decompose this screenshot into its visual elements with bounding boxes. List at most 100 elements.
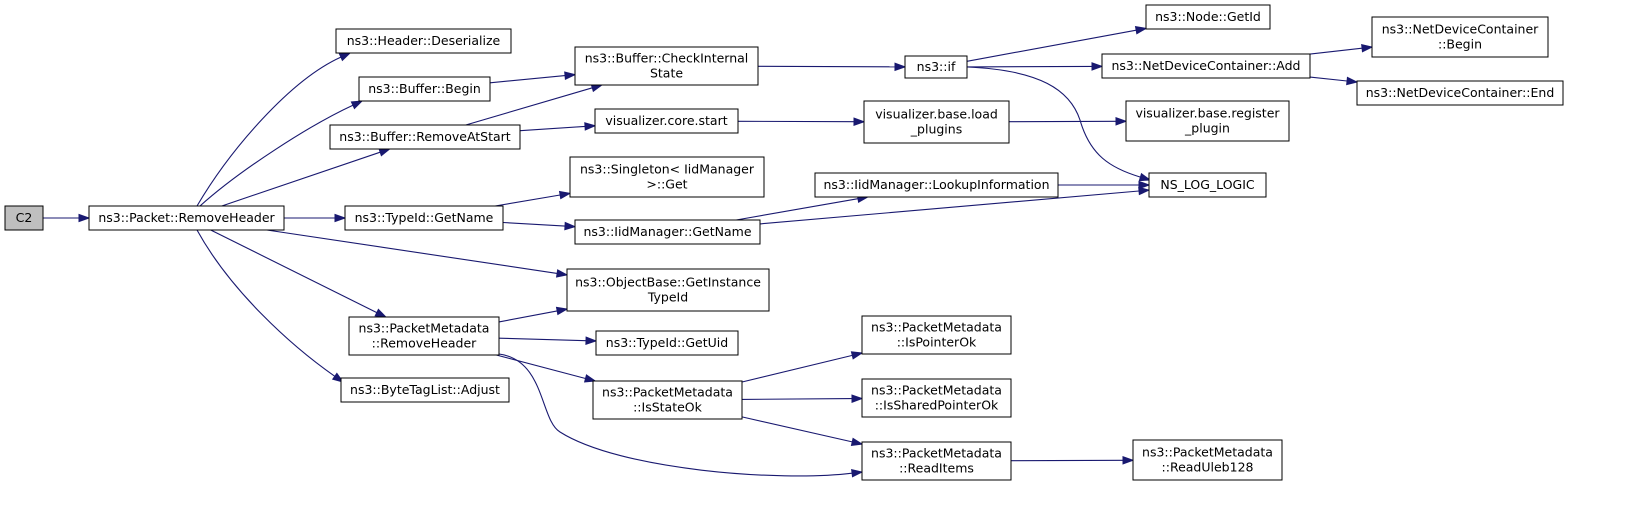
node-visualizer-core-start[interactable]: visualizer.core.start xyxy=(594,108,739,134)
node-box[interactable] xyxy=(574,219,761,245)
node-box[interactable] xyxy=(863,100,1010,144)
node-iid-manager-get-name[interactable]: ns3::IidManager::GetName xyxy=(574,219,761,245)
edge-line xyxy=(489,75,566,84)
node-box[interactable] xyxy=(358,76,491,102)
node-packet-metadata-read-uleb128[interactable]: ns3::PacketMetadata::ReadUleb128 xyxy=(1132,439,1283,481)
node-box[interactable] xyxy=(814,172,1059,198)
edge-remove-header-to-buffer-begin xyxy=(199,100,364,207)
node-label-line: State xyxy=(650,66,683,81)
node-box[interactable] xyxy=(574,46,759,86)
node-packet-metadata-is-shared-pointer-ok[interactable]: ns3::PacketMetadata::IsSharedPointerOk xyxy=(861,378,1012,418)
arrowhead-icon xyxy=(850,351,864,360)
node-singleton-iid-manager-get[interactable]: ns3::Singleton< IidManager>::Get xyxy=(569,156,765,198)
edge-net-device-container-add-to-net-device-container-end xyxy=(1309,76,1359,86)
node-ns3-if[interactable]: ns3::if xyxy=(904,55,968,79)
edges-layer xyxy=(43,26,1374,478)
edge-line xyxy=(498,310,558,323)
edge-line xyxy=(759,190,1140,225)
node-box[interactable] xyxy=(861,315,1012,355)
arrowhead-icon xyxy=(1115,117,1128,126)
node-box[interactable] xyxy=(861,378,1012,418)
node-box[interactable] xyxy=(4,205,44,231)
arrowhead-icon xyxy=(378,148,392,157)
node-box[interactable] xyxy=(335,28,512,54)
edge-line xyxy=(498,337,587,342)
node-box[interactable] xyxy=(594,108,739,134)
arrowhead-icon xyxy=(558,190,572,200)
node-box[interactable] xyxy=(344,205,504,231)
node-net-device-container-begin[interactable]: ns3::NetDeviceContainer::Begin xyxy=(1371,16,1549,58)
node-buffer-begin[interactable]: ns3::Buffer::Begin xyxy=(358,76,491,102)
arrowhead-icon xyxy=(350,100,364,110)
edge-line xyxy=(266,229,558,274)
node-header-deserialize[interactable]: ns3::Header::Deserialize xyxy=(335,28,512,54)
edge-buffer-remove-at-start-to-buffer-check-internal-state xyxy=(465,83,604,126)
node-label-line: ns3::Node::GetId xyxy=(1155,9,1261,24)
node-label-line: ::IsPointerOk xyxy=(897,335,977,350)
node-typeid-get-name[interactable]: ns3::TypeId::GetName xyxy=(344,205,504,231)
node-ns-log-logic[interactable]: NS_LOG_LOGIC xyxy=(1148,172,1267,198)
node-box[interactable] xyxy=(861,441,1012,481)
node-box[interactable] xyxy=(1101,53,1311,79)
edge-remove-header-to-buffer-remove-at-start xyxy=(221,148,392,207)
node-box[interactable] xyxy=(340,377,510,403)
arrowhead-icon xyxy=(331,372,345,383)
node-packet-metadata-read-items[interactable]: ns3::PacketMetadata::ReadItems xyxy=(861,441,1012,481)
edge-remove-header-to-header-deserialize xyxy=(196,52,352,207)
edge-c2-to-remove-header xyxy=(43,213,91,223)
node-box[interactable] xyxy=(569,156,765,198)
node-label-line: ::ReadUleb128 xyxy=(1162,460,1254,475)
edge-typeid-get-name-to-singleton-iid-manager-get xyxy=(495,190,572,207)
node-label-line: ns3::IidManager::GetName xyxy=(583,224,751,239)
node-box[interactable] xyxy=(595,330,739,356)
node-visualizer-base-load-plugins[interactable]: visualizer.base.load_plugins xyxy=(863,100,1010,144)
node-visualizer-base-register-plugin[interactable]: visualizer.base.register_plugin xyxy=(1125,100,1290,142)
node-byte-tag-list-adjust[interactable]: ns3::ByteTagList::Adjust xyxy=(340,377,510,403)
arrowhead-icon xyxy=(334,213,347,223)
node-label-line: C2 xyxy=(16,210,33,225)
node-box[interactable] xyxy=(1371,16,1549,58)
arrowhead-icon xyxy=(1091,62,1104,71)
edge-packet-metadata-remove-header-to-packet-metadata-is-state-ok xyxy=(496,354,597,383)
node-packet-metadata-is-pointer-ok[interactable]: ns3::PacketMetadata::IsPointerOk xyxy=(861,315,1012,355)
edge-line xyxy=(757,65,896,68)
node-net-device-container-end[interactable]: ns3::NetDeviceContainer::End xyxy=(1356,80,1564,106)
node-box[interactable] xyxy=(329,124,521,150)
node-label-line: ns3::PacketMetadata xyxy=(871,446,1002,461)
node-label-line: ns3::NetDeviceContainer xyxy=(1382,22,1539,37)
node-label-line: visualizer.core.start xyxy=(605,113,727,128)
node-packet-metadata-is-state-ok[interactable]: ns3::PacketMetadata::IsStateOk xyxy=(592,380,743,420)
edge-remove-header-to-byte-tag-list-adjust xyxy=(196,229,345,383)
node-net-device-container-add[interactable]: ns3::NetDeviceContainer::Add xyxy=(1101,53,1311,79)
edge-line xyxy=(210,229,378,314)
node-box[interactable] xyxy=(592,380,743,420)
node-box[interactable] xyxy=(88,205,285,231)
node-label-line: >::Get xyxy=(646,177,687,192)
node-box[interactable] xyxy=(348,316,500,356)
node-buffer-remove-at-start[interactable]: ns3::Buffer::RemoveAtStart xyxy=(329,124,521,150)
node-c2[interactable]: C2 xyxy=(4,205,44,231)
arrowhead-icon xyxy=(338,52,352,62)
edge-line xyxy=(966,66,1141,178)
node-box[interactable] xyxy=(566,268,770,312)
arrowhead-icon xyxy=(851,394,864,403)
arrowhead-icon xyxy=(851,468,864,478)
node-box[interactable] xyxy=(1148,172,1267,198)
arrowhead-icon xyxy=(853,117,866,127)
node-iid-manager-lookup-information[interactable]: ns3::IidManager::LookupInformation xyxy=(814,172,1059,198)
node-box[interactable] xyxy=(1356,80,1564,106)
node-box[interactable] xyxy=(1125,100,1290,142)
node-node-get-id[interactable]: ns3::Node::GetId xyxy=(1145,4,1271,30)
node-remove-header[interactable]: ns3::Packet::RemoveHeader xyxy=(88,205,285,231)
node-packet-metadata-remove-header[interactable]: ns3::PacketMetadata::RemoveHeader xyxy=(348,316,500,356)
node-box[interactable] xyxy=(1145,4,1271,30)
node-label-line: ns3::TypeId::GetUid xyxy=(606,335,728,350)
node-label-line: ns3::IidManager::LookupInformation xyxy=(823,177,1049,192)
node-label-line: ns3::Singleton< IidManager xyxy=(580,162,755,177)
node-label-line: visualizer.base.load xyxy=(875,107,998,122)
node-box[interactable] xyxy=(904,55,968,79)
node-box[interactable] xyxy=(1132,439,1283,481)
node-typeid-get-uid[interactable]: ns3::TypeId::GetUid xyxy=(595,330,739,356)
